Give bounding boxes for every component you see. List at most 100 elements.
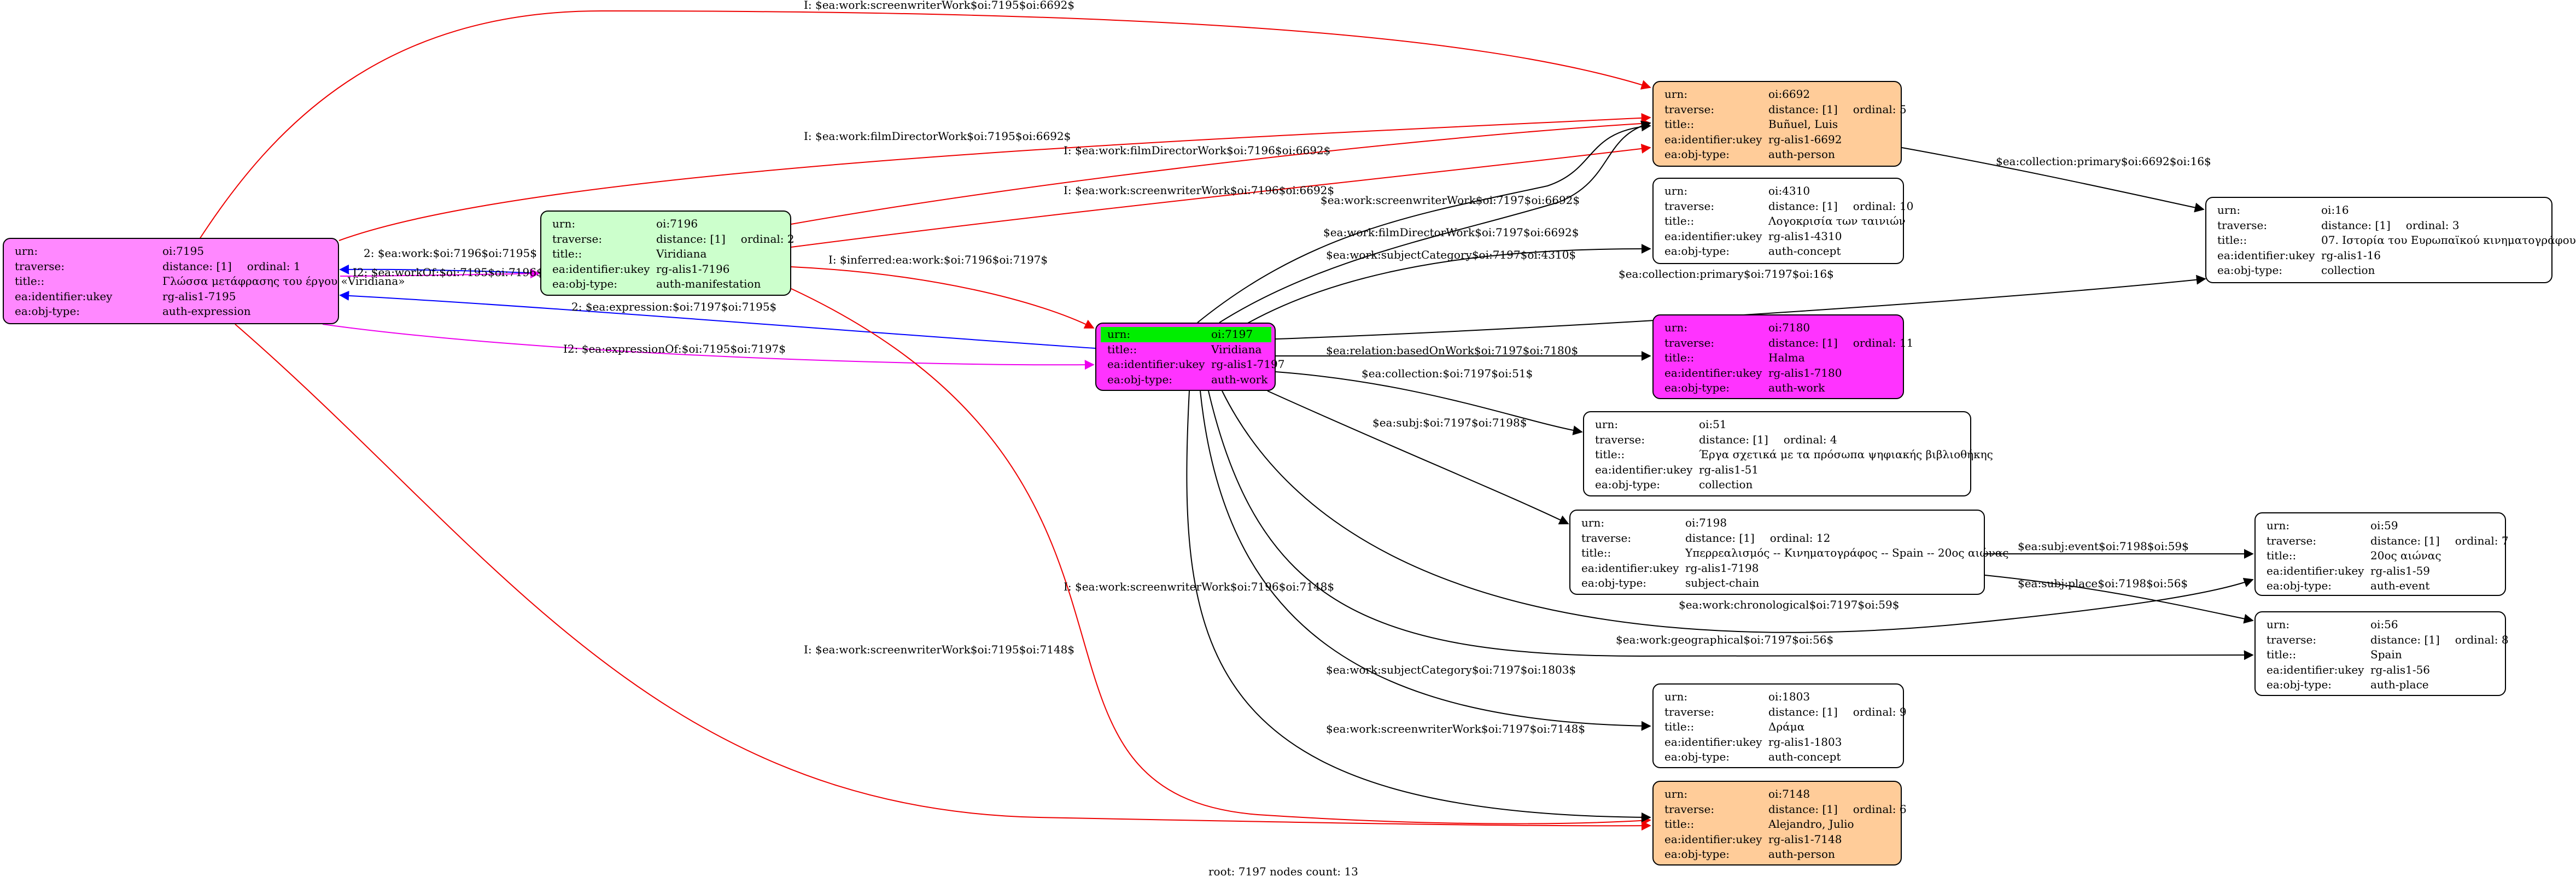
node-row: title::20ος αιώνας: [2267, 548, 2498, 564]
node-row: traverse:distance: [1]ordinal: 5: [1664, 102, 1907, 118]
node-field-value: oi:7197: [1211, 328, 1253, 341]
edge-line: [1984, 575, 2254, 624]
edge-label: $ea:collection:primary$oi:6692$oi:16$: [1996, 155, 2211, 168]
node-field-key: urn:: [1664, 184, 1688, 197]
node-field-key: urn:: [2267, 618, 2290, 631]
node-field-key: traverse:: [2267, 534, 2317, 547]
node-field-key: title::: [1664, 351, 1695, 364]
node-field-ordinal: ordinal: 11: [1853, 336, 1914, 349]
node-row: urn:oi:7198: [1581, 516, 1977, 531]
node-row: ea:obj-type:auth-person: [1664, 147, 1894, 162]
node-row: title::Buñuel, Luis: [1664, 117, 1894, 132]
node-field-key: urn:: [552, 217, 576, 230]
node-field-key: urn:: [2267, 519, 2290, 532]
edge-line: [1275, 371, 1583, 436]
edge-label: 2: $ea:work:$oi:7196$oi:7195$: [364, 247, 537, 260]
node-row: title::Viridiana: [552, 247, 784, 262]
node-row: title::Halma: [1664, 350, 1896, 366]
node-field-key: ea:obj-type:: [2217, 264, 2283, 277]
node-row: ea:obj-type:auth-concept: [1664, 244, 1896, 259]
node-field-value: rg-alis1-59: [2370, 564, 2431, 577]
node-row: title::07. Ιστορία του Ευρωπαϊκού κινημα…: [2217, 233, 2576, 248]
node-field-value: auth-concept: [1768, 750, 1841, 763]
node-row: traverse:distance: [1]ordinal: 2: [552, 232, 795, 247]
node-field-key: title::: [1664, 214, 1695, 227]
node-row: traverse:distance: [1]ordinal: 12: [1581, 531, 1977, 546]
node-field-key: traverse:: [1664, 102, 1715, 116]
node-field-value: oi:6692: [1768, 87, 1810, 101]
node-row: traverse:distance: [1]ordinal: 1: [15, 259, 331, 274]
edge-label: I: $ea:work:screenwriterWork$oi:7195$oi:…: [804, 643, 1074, 656]
node-field-key: ea:obj-type:: [1664, 148, 1730, 161]
node-field-ordinal: ordinal: 8: [2455, 633, 2509, 646]
node-field-value: Alejandro, Julio: [1768, 817, 1854, 831]
node-row: title::Viridiana: [1107, 342, 1268, 358]
node-field-key: ea:obj-type:: [1664, 381, 1730, 394]
edge-line: [1197, 121, 1651, 323]
node-field-value: rg-alis1-7198: [1685, 561, 1759, 575]
node-field-value: collection: [1699, 478, 1753, 491]
node-row: urn: oi:56: [2267, 617, 2498, 633]
edge-line: [1222, 390, 2254, 633]
node-row: urn:oi:51: [1595, 417, 1964, 432]
node-field-ordinal: ordinal: 5: [1853, 102, 1907, 116]
node-field-value: Halma: [1768, 351, 1805, 364]
edge-line: [791, 143, 1651, 248]
node-field-key: ea:identifier:ukey: [1664, 366, 1762, 379]
edge-line: [235, 324, 1651, 831]
edge-label: $ea:collection:primary$oi:7197$oi:16$: [1619, 267, 1834, 280]
edge-line: [1246, 244, 1651, 324]
node-field-value: distance: [1]: [1685, 531, 1755, 545]
node-row: ea:obj-type: auth-work: [1664, 381, 1896, 396]
node-field-key: ea:obj-type:: [1664, 244, 1730, 258]
node-field-ordinal: ordinal: 1: [247, 259, 301, 273]
node-field-value: rg-alis1-51: [1699, 463, 1759, 476]
node-field-key: title::: [1664, 118, 1695, 131]
node-field-value: Δράμα: [1768, 720, 1805, 733]
footer-status: root: 7197 nodes count: 13: [1208, 865, 1358, 878]
node-field-key: urn:: [15, 244, 38, 258]
node-field-value: oi:56: [2370, 618, 2398, 631]
edge-label: I: $inferred:ea:work:$oi:7196$oi:7197$: [828, 253, 1048, 266]
node-field-key: urn:: [1107, 328, 1131, 341]
node-field-value: rg-alis1-6692: [1768, 132, 1842, 146]
edge-label: $ea:work:filmDirectorWork$oi:7197$oi:669…: [1323, 226, 1579, 239]
node-field-ordinal: ordinal: 2: [740, 232, 795, 245]
node-field-key: ea:identifier:ukey: [2267, 663, 2364, 676]
node-field-key: ea:obj-type:: [1595, 478, 1661, 491]
node-row: traverse:distance: [1]ordinal: 4: [1595, 432, 1964, 448]
node-row: urn: oi:7197: [1101, 327, 1271, 342]
node-field-value: auth-work: [1768, 381, 1825, 394]
node-field-key: traverse:: [552, 232, 603, 245]
edge-line: [1219, 120, 1651, 323]
node-field-key: traverse:: [1664, 705, 1715, 718]
node-row: ea:obj-type:auth-work: [1107, 372, 1268, 388]
node-field-key: title::: [552, 247, 582, 260]
node-field-value: oi:7148: [1768, 787, 1810, 800]
node-field-value: oi:7195: [162, 244, 205, 258]
node-row: urn:oi:7196: [552, 217, 784, 232]
edge-line: [339, 264, 541, 274]
node-row: traverse:distance: [1]ordinal: 10: [1664, 199, 1913, 214]
node-field-key: title::: [2217, 233, 2247, 247]
edge-label: I: $ea:work:screenwriterWork$oi:7196$oi:…: [1064, 580, 1334, 593]
